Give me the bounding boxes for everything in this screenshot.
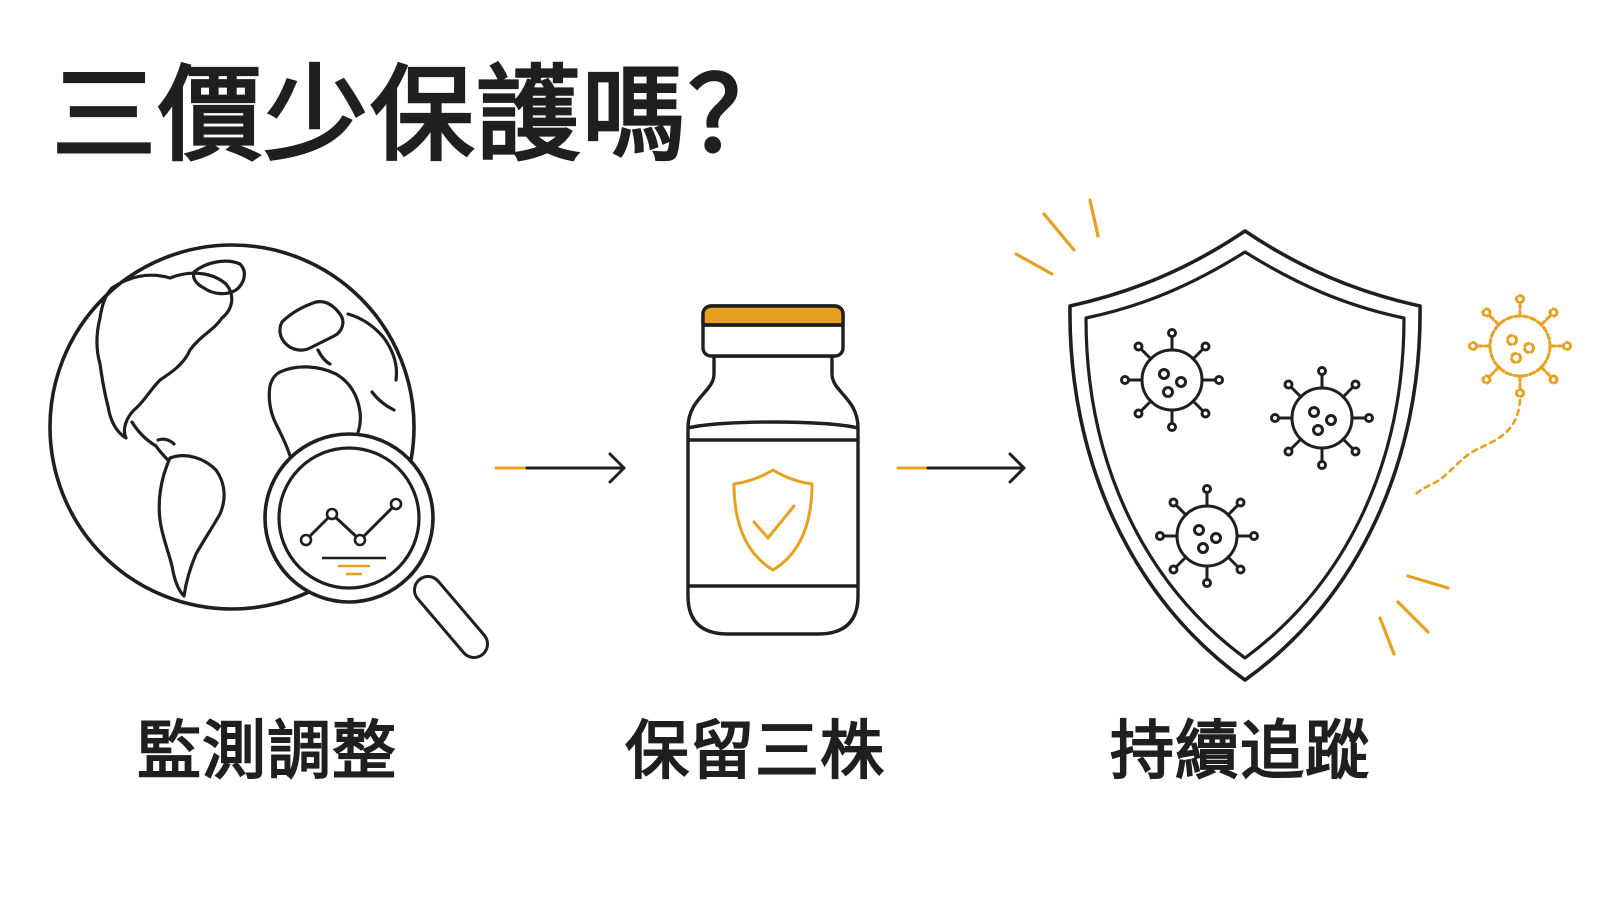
page-title: 三價少保護嗎？ (52, 54, 795, 176)
flow-arrow-2 (896, 452, 1026, 484)
step-label-track: 持續追蹤 (1110, 715, 1370, 789)
escaping-virus-icon (1414, 294, 1572, 496)
step-label-retain: 保留三株 (625, 715, 885, 789)
virus-icon (1155, 484, 1259, 588)
virus-icon (1120, 328, 1224, 432)
globe-magnifier-icon (48, 243, 489, 659)
shield-check-icon (732, 468, 814, 572)
virus-icon (1270, 366, 1374, 470)
trend-line-icon (299, 497, 403, 576)
vaccine-vial-icon (686, 304, 860, 636)
highlight-rays (1014, 198, 1450, 656)
step-label-monitor: 監測調整 (137, 715, 397, 789)
flow-arrow-1 (494, 452, 626, 484)
shield-virus-icon (1014, 198, 1572, 682)
magnifier-icon (263, 432, 489, 659)
